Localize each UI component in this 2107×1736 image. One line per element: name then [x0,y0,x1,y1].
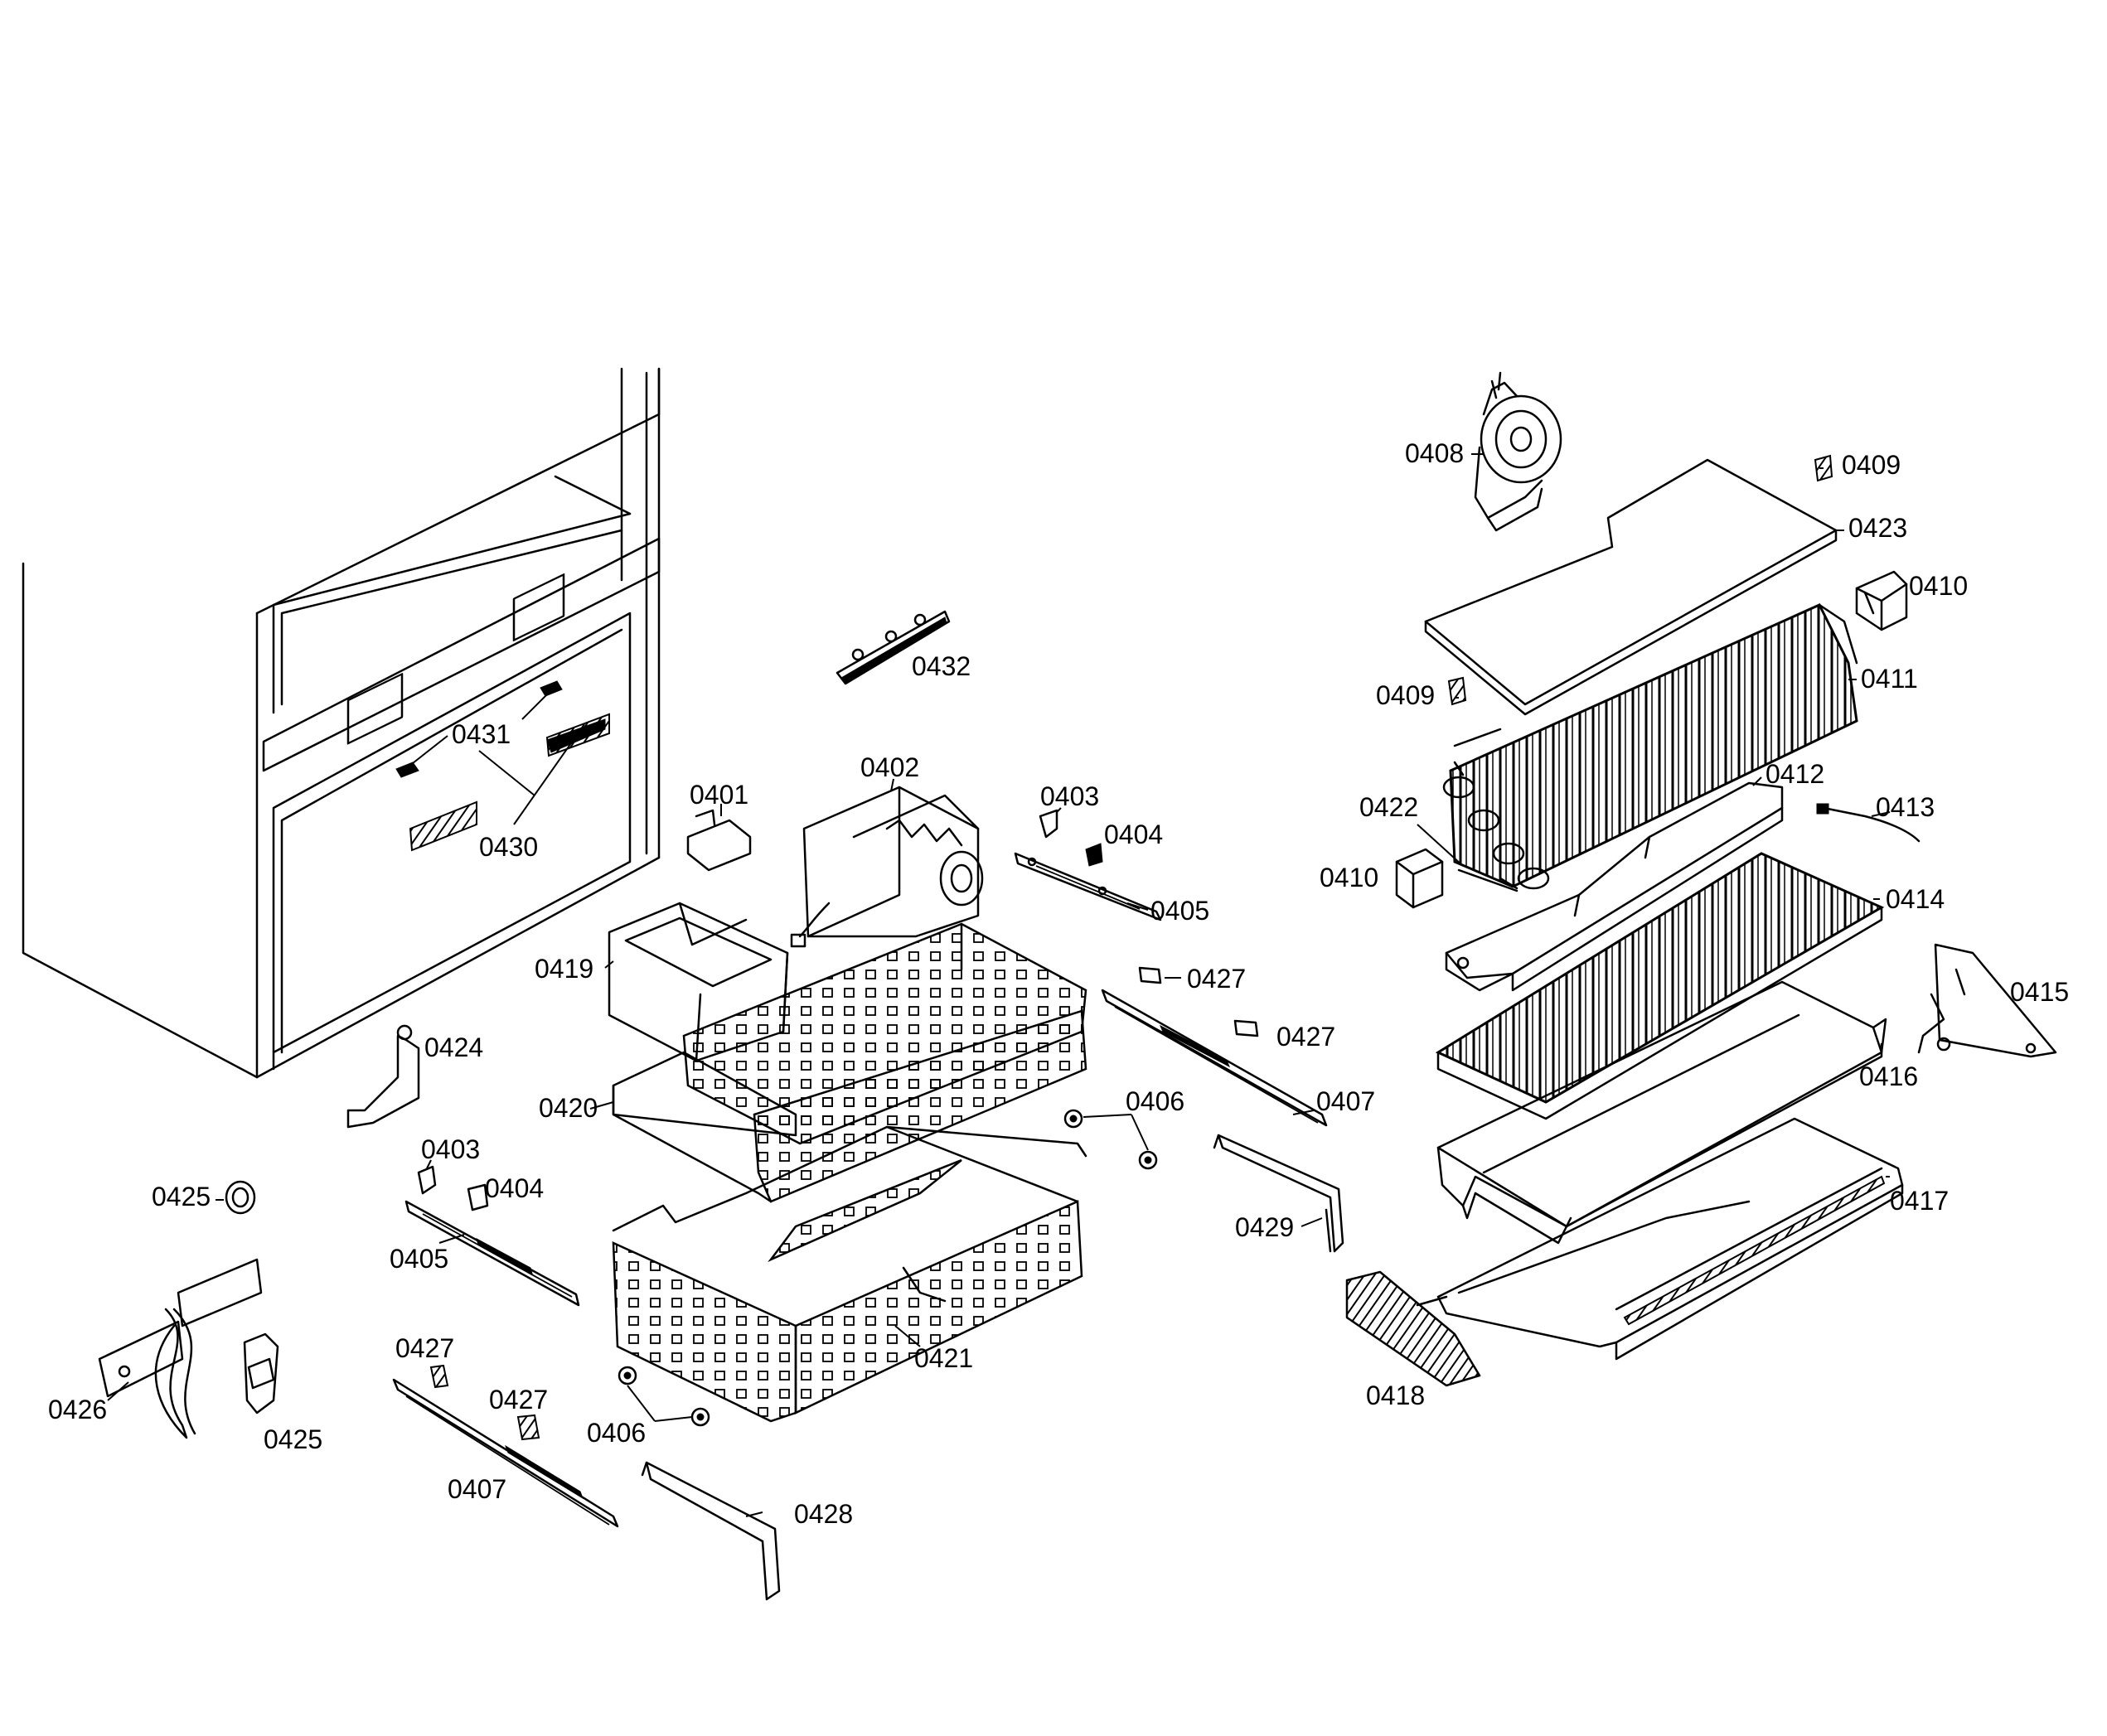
callout-0405: 0405 [390,1244,448,1274]
part-basket-0420 [589,922,1087,1203]
callout-0409: 0409 [1842,450,1901,480]
part-bumper-0406a [1063,1109,1158,1170]
part-bracket-0415 [1917,943,2057,1058]
part-heater-0414 [1435,852,1885,1120]
part-screw-0409b [1447,676,1467,706]
part-duct-0426 [98,1258,263,1439]
part-pad-0427b [1233,1019,1259,1037]
callout-0413: 0413 [1876,792,1935,822]
part-thermostat-0413 [1816,803,1921,843]
part-clip-0404a [1085,843,1103,867]
callout-0411: 0411 [1861,664,1918,694]
part-plate-0423 [1424,458,1844,716]
callout-0410: 0410 [1909,571,1968,601]
callout-0405: 0405 [1150,896,1209,926]
callout-0401: 0401 [690,780,748,810]
callout-0428: 0428 [794,1499,853,1529]
callout-0425: 0425 [264,1424,322,1454]
part-pad-0427a [1138,966,1181,984]
callout-0432: 0432 [912,651,971,681]
part-filter-0418 [1345,1270,1481,1387]
callout-0418: 0418 [1366,1381,1425,1410]
part-slide-0407a [1101,989,1328,1127]
part-basket-0421 [612,1125,1087,1423]
refrigerator-cabinet [22,367,661,1079]
callout-0419: 0419 [535,954,593,984]
callout-0423: 0423 [1848,513,1907,543]
callout-0404: 0404 [485,1173,544,1203]
callout-0430: 0430 [479,832,538,862]
part-bracket-0424 [346,1024,420,1129]
callout-labels: 0408 0409 0423 0410 0409 0411 0412 0422 … [48,438,2069,1529]
part-fan-0408 [1471,371,1562,532]
callout-0414: 0414 [1886,884,1945,914]
callout-0415: 0415 [2010,977,2069,1007]
callout-0403: 0403 [421,1134,480,1164]
part-grommet-0425 [216,1180,256,1215]
part-clip-0404b [467,1183,489,1211]
part-bracket-0410a [1855,570,1908,631]
part-damper-0425 [243,1332,279,1414]
callout-0406: 0406 [1126,1086,1184,1116]
callout-0404: 0404 [1104,820,1163,849]
callout-0407: 0407 [1316,1086,1375,1116]
callout-0427: 0427 [395,1333,454,1363]
callout-0403: 0403 [1040,781,1099,811]
callout-0425: 0425 [152,1182,211,1211]
callout-0407: 0407 [448,1474,506,1504]
callout-0421: 0421 [914,1343,973,1373]
part-tray-0412 [1445,776,1784,992]
part-pad-0427c [429,1364,449,1389]
part-icemaker-0402 [790,778,984,948]
part-pad-0427d [516,1414,540,1441]
part-panel-0417 [1436,1117,1904,1361]
callout-0402: 0402 [860,752,919,782]
callout-0408: 0408 [1405,438,1464,468]
part-slide-0405a [1014,852,1162,921]
part-slide-0407b [392,1378,619,1528]
callout-0427: 0427 [1276,1022,1335,1052]
callout-0424: 0424 [424,1032,483,1062]
part-shroud-0416 [1436,980,1887,1245]
callout-0420: 0420 [539,1093,598,1123]
part-clip-0403a [1039,807,1062,839]
part-sensor-0422 [1417,824,1518,892]
callout-0416: 0416 [1859,1061,1918,1091]
callout-0431: 0431 [452,719,511,749]
part-bracket-0410b [1395,848,1444,909]
callout-0406: 0406 [587,1418,646,1448]
part-bracket-0429 [1213,1134,1344,1253]
callout-0427: 0427 [1187,964,1246,994]
part-slide-0405b [404,1200,580,1307]
callout-0429: 0429 [1235,1212,1294,1242]
callout-0422: 0422 [1359,792,1418,822]
callout-0409: 0409 [1376,680,1435,710]
callout-0427: 0427 [489,1385,548,1414]
callout-0412: 0412 [1766,759,1824,789]
part-bumper-0406b [618,1366,710,1427]
part-rail-0432 [836,610,951,685]
part-bracket-0428 [641,1461,781,1601]
callout-0426: 0426 [48,1395,107,1424]
part-evaporator-0411 [1442,603,1858,890]
part-clip-0403b [417,1159,437,1195]
part-switch-0401 [686,804,752,872]
callout-0410: 0410 [1320,863,1378,892]
callout-0417: 0417 [1890,1186,1949,1216]
